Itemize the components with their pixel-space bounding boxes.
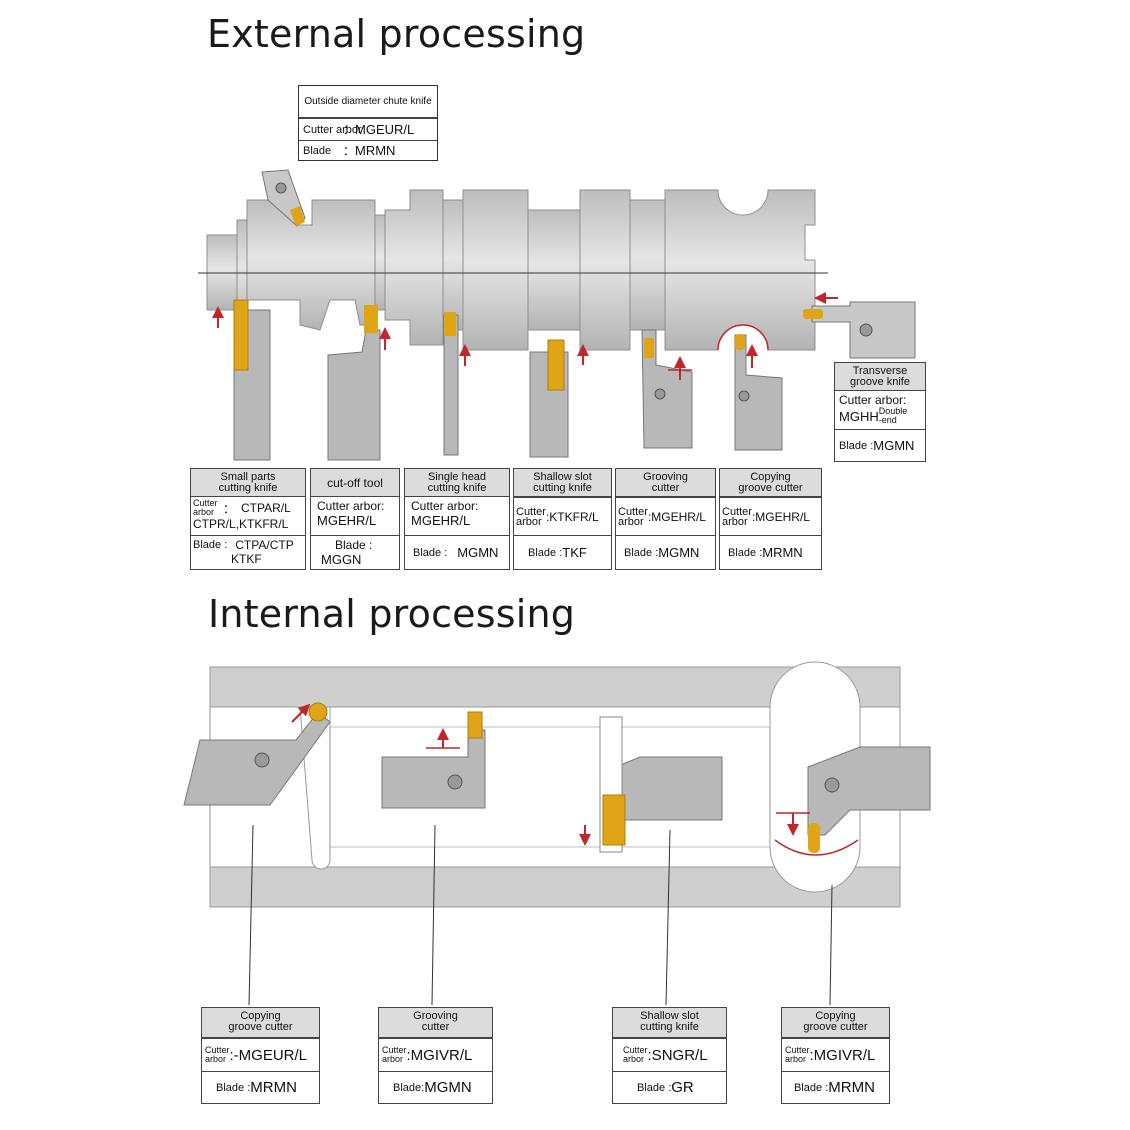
card-title: Grooving cutter <box>379 1008 492 1038</box>
blade-value: MRMN <box>355 143 396 158</box>
arbor-value: MGHH <box>839 408 879 424</box>
leader-lines <box>248 824 833 1006</box>
card-blade-row: Blade : TKF <box>514 535 611 569</box>
card-blade-row: Blade: MGMN <box>379 1071 492 1103</box>
arbor-value: MGEUR/L <box>355 122 415 137</box>
arbor-suffix: Double-end <box>878 406 908 425</box>
card-arbor-row: Cutter arbor: MGHH Double-end <box>835 391 925 429</box>
internal-copying-tool <box>183 702 331 806</box>
card-title: Grooving cutter <box>616 469 715 497</box>
card-title: Small parts cutting knife <box>191 469 305 497</box>
card-title: Copying groove cutter <box>202 1008 319 1038</box>
card-title: Single head cutting knife <box>405 469 509 497</box>
card-blade-row: Blade : GR <box>613 1071 726 1103</box>
copying-tool <box>717 324 783 451</box>
card-arbor-row: Cutter arbor: MGEHR/L <box>411 499 479 528</box>
transverse-tool <box>803 292 916 359</box>
internal-processing-heading: Internal processing <box>208 592 576 636</box>
blade-label: Blade <box>303 144 332 157</box>
card-title: Outside diameter chute knife <box>299 86 437 118</box>
card-blade-row: Blade : MGMN <box>616 535 715 569</box>
card-blade-row: Blade : CTPA/CTP KTKF <box>191 535 305 569</box>
outside-diameter-tool <box>261 169 306 227</box>
small-parts-tool <box>212 299 271 461</box>
card-blade-row: Blade : MGMN <box>835 429 925 461</box>
single-head-tool <box>443 312 471 456</box>
card-blade-row: Blade : MGGN <box>311 535 399 569</box>
card-title: cut-off tool <box>311 469 399 497</box>
card-single-head-cutting-knife: Single head cutting knife Cutter arbor: … <box>404 468 510 570</box>
card-outside-diameter-chute-knife: Outside diameter chute knife Cutter arbo… <box>298 85 438 161</box>
card-title: Transverse groove knife <box>835 363 925 391</box>
arbor-label: Cutter arbor <box>303 123 362 136</box>
card-title: Copying groove cutter <box>782 1008 889 1038</box>
cut-off-tool <box>327 305 391 461</box>
card-title: Copying groove cutter <box>720 469 821 497</box>
internal-shallow-slot-tool <box>579 716 723 853</box>
card-blade-row: Blade : MGMN <box>405 535 509 569</box>
card-arbor-row: Cutter arbor ： MGEUR/L <box>299 118 437 140</box>
card-title: Shallow slot cutting knife <box>613 1008 726 1038</box>
internal-copying-tool-right <box>774 746 931 856</box>
card-cut-off-tool: cut-off tool Cutter arbor: MGEHR/L Blade… <box>310 468 400 570</box>
card-arbor-row: Cutter arbor: MGEHR/L <box>317 499 385 528</box>
grooving-tool <box>641 329 693 449</box>
card-transverse-groove-knife: Transverse groove knife Cutter arbor: MG… <box>834 362 926 462</box>
card-title: Shallow slot cutting knife <box>514 469 611 497</box>
blade-label: Blade : <box>839 439 874 452</box>
arbor-label: Cutter arbor: <box>839 393 907 407</box>
internal-grooving-tool <box>381 711 486 809</box>
bore-workpiece <box>209 661 901 908</box>
blade-value: MGMN <box>873 438 915 453</box>
card-blade-row: Blade ： MRMN <box>299 140 437 160</box>
card-blade-row: Blade : MRMN <box>720 535 821 569</box>
card-blade-row: Blade : MRMN <box>202 1071 319 1103</box>
card-blade-row: Blade : MRMN <box>782 1071 889 1103</box>
blade-separator: ： <box>343 144 356 158</box>
arbor-separator: ： <box>343 123 356 137</box>
external-processing-heading: External processing <box>207 12 586 56</box>
shallow-slot-tool <box>529 339 589 458</box>
workpiece-shaft <box>206 189 816 351</box>
